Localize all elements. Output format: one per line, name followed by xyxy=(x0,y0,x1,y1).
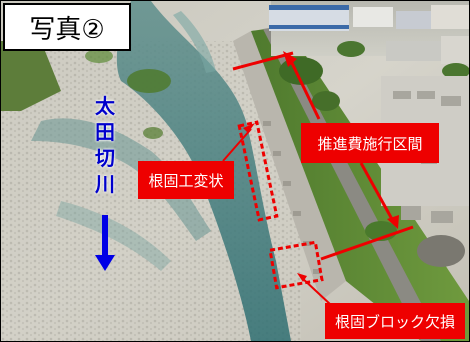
levee-road xyxy=(263,27,441,341)
block-revetment xyxy=(233,31,346,301)
missing-block-outline xyxy=(268,240,324,290)
river-name-label: 太 田 切 川 xyxy=(93,93,117,197)
river-name-char: 川 xyxy=(95,172,115,196)
scour-area-outline xyxy=(237,120,279,222)
block-missing-label: 根固ブロック欠損 xyxy=(325,303,465,339)
photo-number-label: 写真② xyxy=(3,3,131,51)
promotion-section-label: 推進費施行区間 xyxy=(301,123,439,163)
river-name-char: 切 xyxy=(95,146,115,170)
left-bank-vegetation xyxy=(1,41,61,111)
foundation-scour-label: 根固工変状 xyxy=(138,161,234,199)
river-name-char: 田 xyxy=(95,120,115,144)
river-name-char: 太 xyxy=(95,94,115,118)
